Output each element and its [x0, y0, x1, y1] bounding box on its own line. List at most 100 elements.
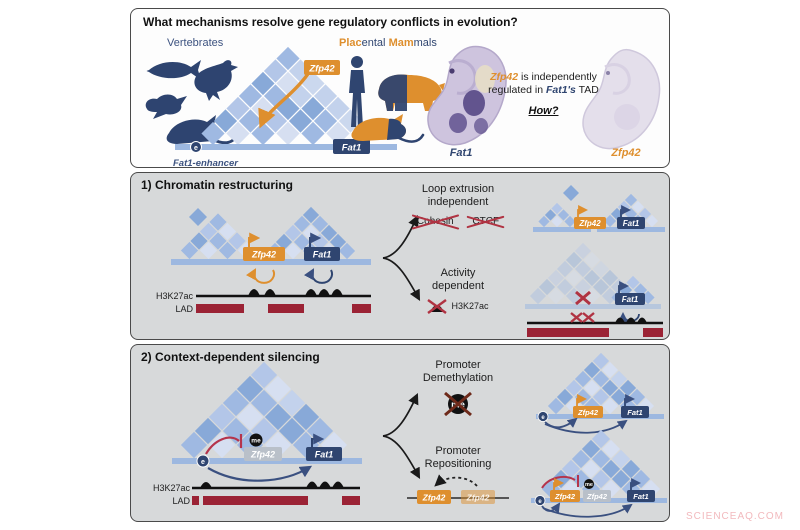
human-icon [349, 56, 365, 127]
panel2-branch-arrows [382, 392, 421, 479]
svg-text:Zfp42: Zfp42 [554, 492, 576, 501]
svg-text:e: e [538, 499, 542, 505]
panel2-result-repositioning: e Zfp42 me Zfp42 Fat1 [531, 429, 667, 518]
enhancer-circle [537, 411, 549, 422]
panel1-result-split-tads: Zfp42 Fat1 [533, 185, 665, 232]
lone-diamond [563, 185, 579, 201]
embryo-fat1-label: Fat1 [449, 147, 473, 159]
zfp42-deleted-cross [575, 290, 591, 306]
enhancer-fat1-arc [207, 465, 313, 482]
crossed-peak-icon [427, 299, 448, 314]
ctcf-crossed: CTCF [472, 216, 500, 227]
figure-title: What mechanisms resolve gene regulatory … [143, 15, 518, 29]
fat1-promoter-flag [630, 478, 641, 490]
methylation-circle [249, 433, 263, 447]
hic-pyramid [541, 429, 661, 499]
svg-text:H3K27ac: H3K27ac [153, 483, 191, 493]
mouse-icon [351, 114, 425, 143]
zfp42-insertion-arrow [258, 72, 310, 129]
enhancer-circle [196, 454, 210, 468]
pig-icon [378, 74, 445, 111]
fat1-gene-box [627, 490, 655, 502]
zfp42-silenced-box [244, 447, 282, 461]
svg-text:Zfp42: Zfp42 [578, 219, 601, 228]
svg-text:H3K27ac: H3K27ac [156, 291, 194, 301]
chromatin-restructuring-panel: 1) Chromatin restructuring Zfp42 Fat1 H3… [130, 172, 670, 340]
enhancer-zfp42-arc [544, 417, 578, 429]
svg-text:Zfp42: Zfp42 [577, 408, 599, 417]
svg-text:e: e [541, 415, 545, 421]
fat1-promoter-flag [618, 281, 629, 293]
context-silencing-panel: 2) Context-dependent silencing e me Zfp4… [130, 344, 670, 522]
fat1-promoter-flag [620, 205, 631, 217]
lone-diamond [189, 208, 207, 226]
repositioning-mini-diagram: Zfp42 Zfp42 [407, 474, 509, 504]
svg-text:Fat1: Fat1 [315, 450, 334, 460]
svg-text:e: e [201, 459, 205, 466]
baseline [525, 304, 661, 309]
panel2-result-demethylation: e Zfp42 Fat1 [536, 352, 664, 434]
panel2-header: 2) Context-dependent silencing [141, 350, 320, 364]
svg-text:Zfp42: Zfp42 [308, 64, 335, 75]
svg-text:Fat1: Fat1 [627, 408, 642, 417]
watermark: SCIENCEAQ.COM [685, 511, 784, 522]
panel1-left-diagram: Zfp42 Fat1 H3K27ac LAD [156, 206, 371, 314]
enhancer-fat1-arc [544, 419, 628, 434]
lad-track [196, 304, 371, 313]
zfp42-old-box [461, 490, 495, 504]
zfp42-promoter-flag [248, 232, 261, 247]
svg-text:Fat1: Fat1 [313, 250, 332, 260]
h3k27ac-peaks [248, 289, 343, 296]
question-note: Zfp42 is independently regulated in Fat1… [488, 71, 599, 117]
zfp42-silenced-box [583, 490, 611, 502]
zfp42-promoter-flag [576, 394, 587, 406]
baseline-left [533, 227, 591, 232]
zfp42-new-box [550, 490, 580, 502]
cohesin-crossed: Cohesin [416, 216, 454, 227]
promoter-repositioning-option: Promoter Repositioning Zfp42 Zfp42 [393, 445, 523, 508]
panel2-left-diagram: e me Zfp42 Fat1 H3K27ac LAD [153, 361, 362, 506]
svg-text:me: me [585, 482, 593, 488]
promoter-demethylation-option: Promoter Demethylation me [393, 359, 523, 418]
svg-text:Zfp42: Zfp42 [422, 493, 446, 503]
repression-arc [205, 436, 240, 455]
fat1-promoter-flag [309, 232, 322, 247]
svg-text:Zfp42: Zfp42 [466, 493, 490, 503]
zfp42-gene-box [243, 247, 285, 261]
fat1-promoter-flag [311, 433, 325, 447]
zfp42-new-flag [553, 478, 564, 490]
enhancer-circle [534, 495, 546, 506]
h3k27ac-peaks [615, 317, 647, 323]
zfp42-gene-box [574, 217, 606, 229]
svg-text:Zfp42: Zfp42 [586, 492, 608, 501]
repositioning-arrow [434, 474, 478, 487]
fat1-gene-box [306, 447, 342, 461]
fat1-gene-box [621, 406, 649, 418]
placental-animals [349, 56, 445, 143]
fat1-gene-box [333, 139, 370, 154]
lad-track [192, 496, 360, 505]
fat1-loop-arrow [303, 268, 333, 284]
svg-text:LAD: LAD [175, 304, 193, 314]
enhancer-fat1-arc [542, 503, 633, 518]
question-panel: What mechanisms resolve gene regulatory … [130, 8, 670, 169]
embryo-zfp42-image [582, 48, 661, 150]
crossed-factors: Cohesin CTCF [393, 215, 523, 228]
zfp42-new-box [417, 490, 451, 504]
h3k27ac-peaks [200, 481, 344, 488]
rooster-icon [194, 60, 238, 101]
genome-baseline [171, 259, 371, 265]
tad-pyramid-main: Zfp42 Fat1 e Fat1-enhancer [173, 46, 397, 169]
zfp42-gene-box [304, 60, 340, 75]
tad-left [538, 202, 576, 228]
placental-mammals-label: Placental Mammals [339, 37, 437, 49]
svg-text:Fat1: Fat1 [623, 219, 640, 228]
lost-peaks-crosses [570, 312, 595, 323]
svg-text:me: me [251, 438, 261, 445]
activity-dependent-option: Activity dependent H3K27ac [393, 267, 523, 314]
panel1-result-activity: Fat1 [525, 242, 663, 337]
svg-text:Fat1: Fat1 [622, 295, 639, 304]
crossed-me-icon: me [444, 391, 472, 417]
embryo-zfp42-label: Zfp42 [611, 147, 641, 159]
zfp42-promoter-flag [577, 205, 588, 217]
